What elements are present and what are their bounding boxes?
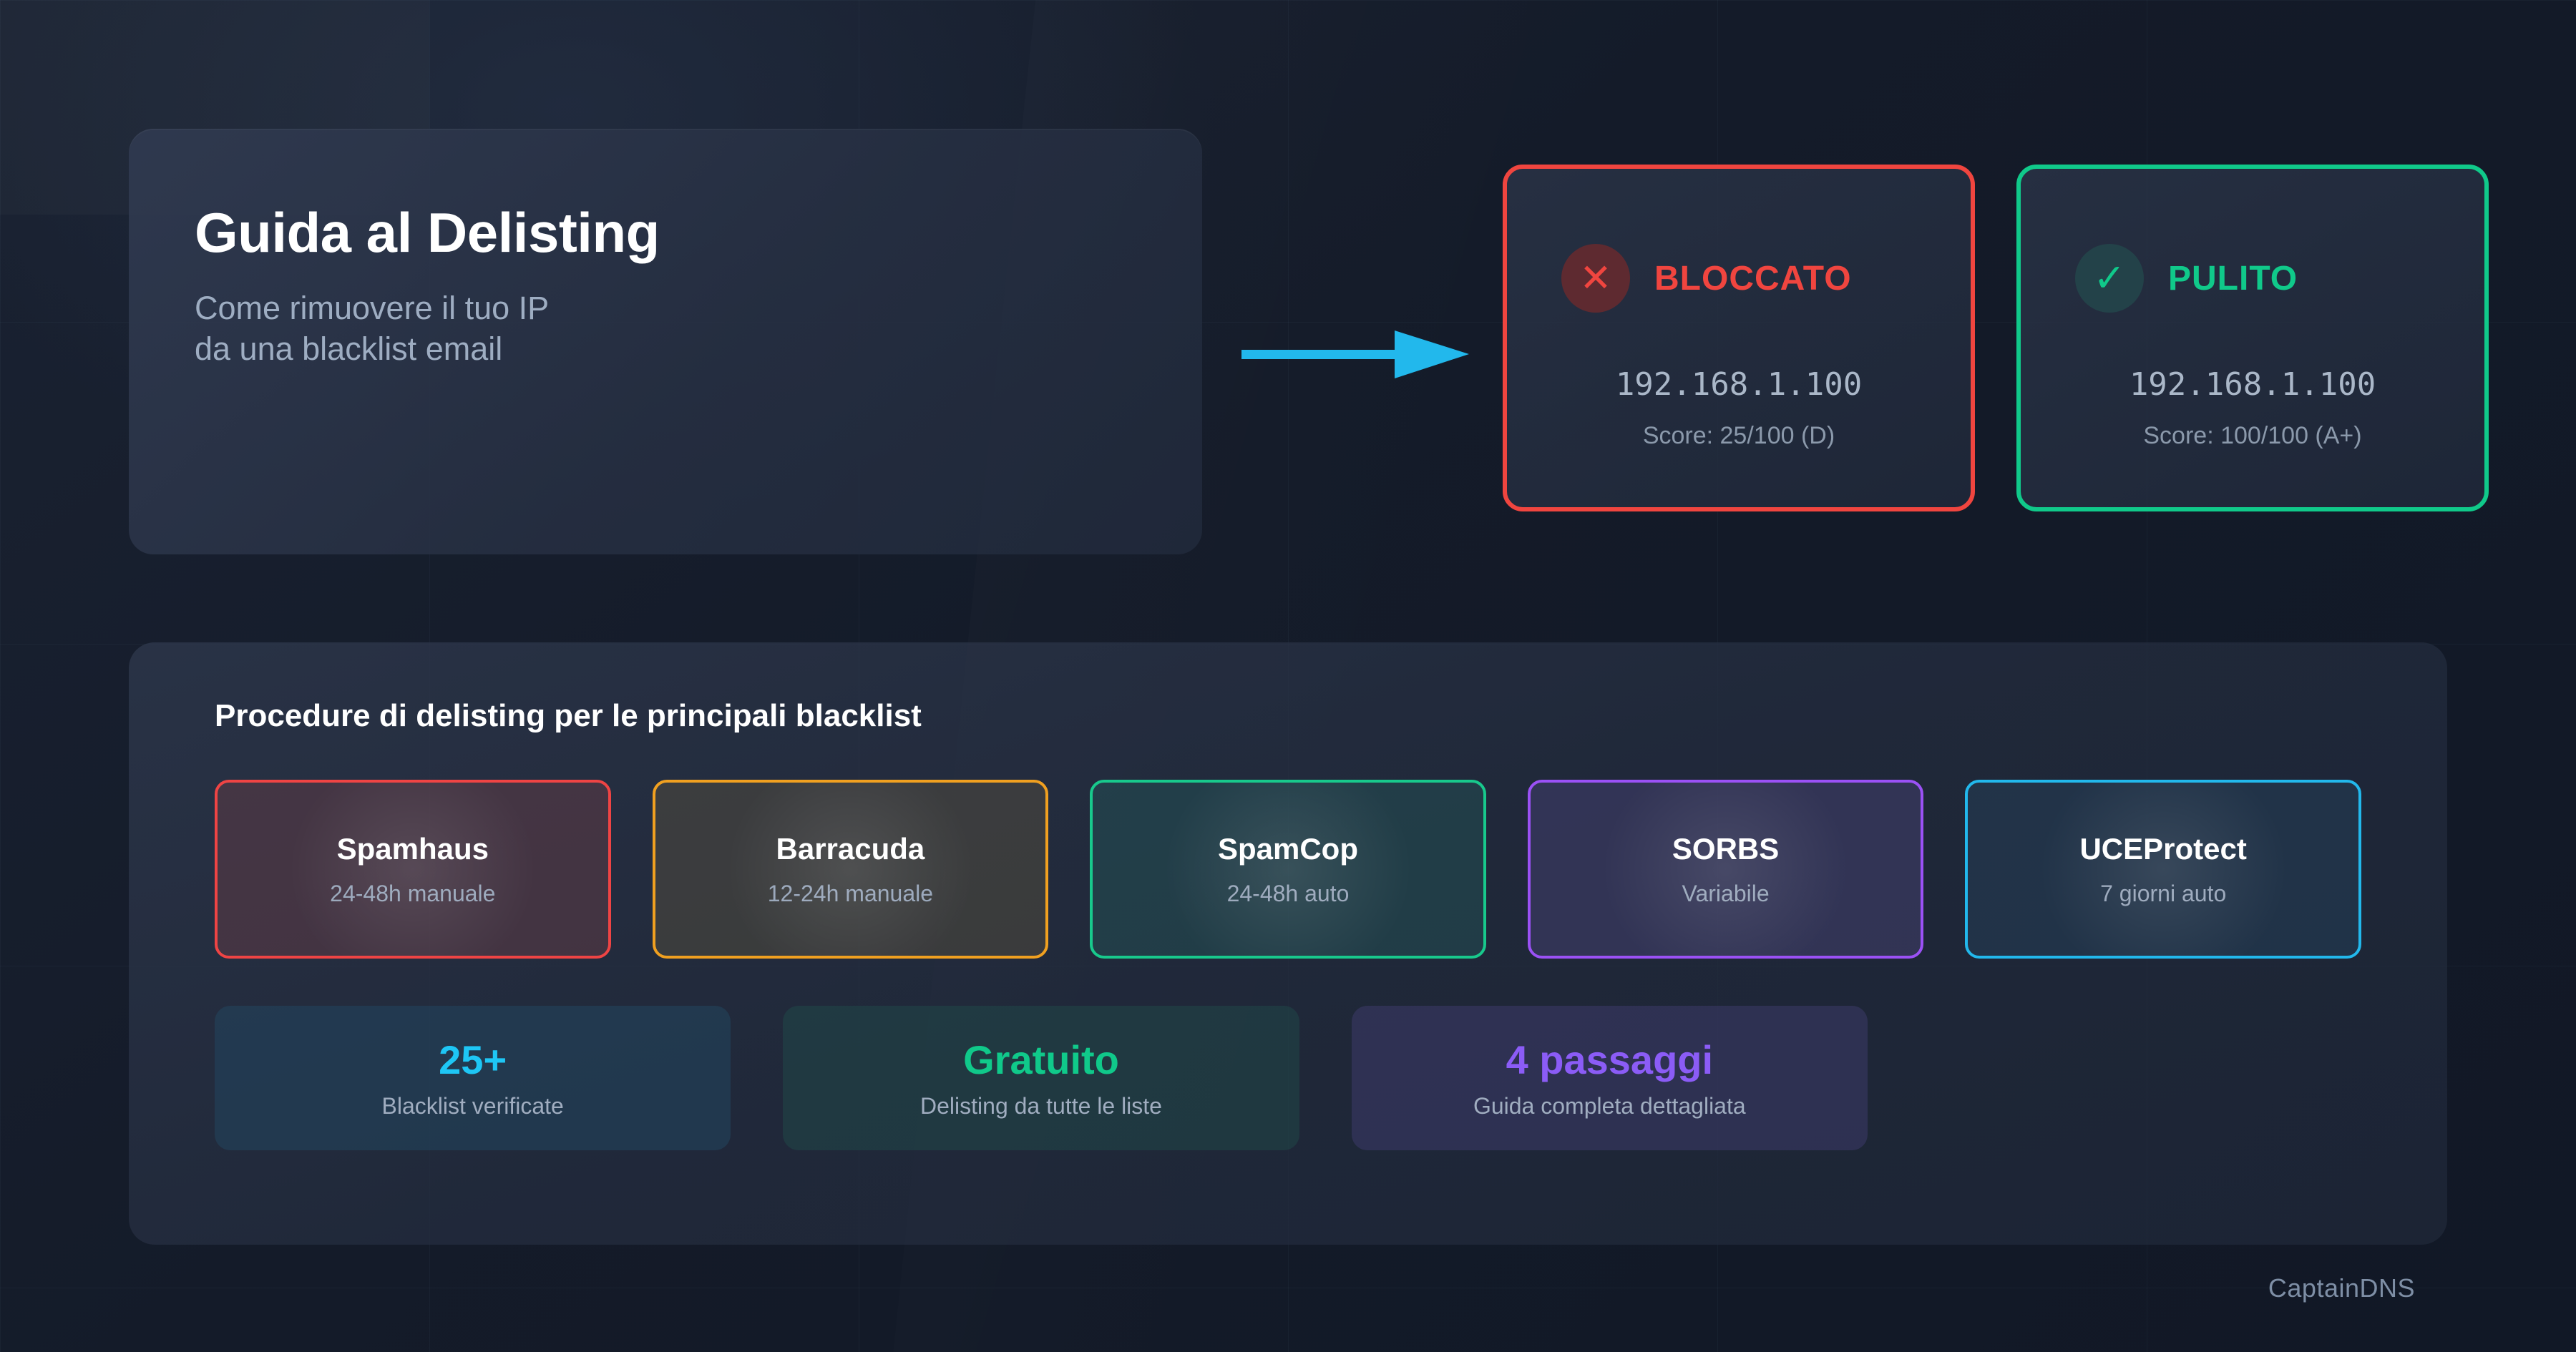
blacklist-card-row: Spamhaus 24-48h manuale Barracuda 12-24h… [215,780,2361,959]
panel-title: Procedure di delisting per le principali… [215,698,922,733]
status-header: ✕ BLOCCATO [1561,244,1852,313]
card-glow [288,783,538,956]
stats-row: 25+ Blacklist verificate Gratuito Delist… [215,1006,1868,1150]
blacklist-card-spamhaus[interactable]: Spamhaus 24-48h manuale [215,780,611,959]
status-score: Score: 25/100 (D) [1642,422,1835,449]
blacklist-card-spamcop[interactable]: SpamCop 24-48h auto [1090,780,1486,959]
blacklist-time: 24-48h auto [1226,880,1350,906]
status-ip-address: 192.168.1.100 [2129,366,2376,403]
subtitle-line-2: da una blacklist email [195,330,503,368]
flow-arrow [1241,315,1470,401]
check-mark-icon: ✓ [2075,244,2144,313]
blacklist-card-barracuda[interactable]: Barracuda 12-24h manuale [652,780,1049,959]
card-glow [725,783,975,956]
brand-watermark: CaptainDNS [2268,1273,2415,1303]
status-header: ✓ PULITO [2075,244,2298,313]
blacklist-time: 24-48h manuale [330,880,496,906]
status-card-clean[interactable]: ✓ PULITO 192.168.1.100 Score: 100/100 (A… [2016,165,2489,511]
stat-label: Guida completa dettagliata [1473,1093,1746,1119]
subtitle-line-1: Come rimuovere il tuo IP [195,290,550,326]
card-glow [2038,783,2288,956]
stat-card-price: Gratuito Delisting da tutte le liste [783,1006,1299,1150]
stat-card-steps: 4 passaggi Guida completa dettagliata [1351,1006,1868,1150]
hero-card: Guida al Delisting Come rimuovere il tuo… [129,129,1202,554]
page-subtitle: Come rimuovere il tuo IP da una blacklis… [195,288,549,369]
x-mark-icon: ✕ [1561,244,1630,313]
status-score: Score: 100/100 (A+) [2143,422,2362,449]
blacklist-name: SpamCop [1217,831,1358,866]
blacklist-name: UCEProtect [2079,831,2247,866]
status-card-blocked[interactable]: ✕ BLOCCATO 192.168.1.100 Score: 25/100 (… [1503,165,1975,511]
blacklist-card-uceprotect[interactable]: UCEProtect 7 giorni auto [1965,780,2361,959]
blacklist-name: Barracuda [776,831,925,866]
status-badge: BLOCCATO [1654,259,1852,298]
status-badge: PULITO [2168,259,2298,298]
arrow-right-icon [1241,330,1469,378]
stat-card-blacklists: 25+ Blacklist verificate [215,1006,731,1150]
blacklist-time: 7 giorni auto [2100,880,2227,906]
stat-label: Delisting da tutte le liste [920,1093,1162,1119]
blacklist-name: Spamhaus [336,831,489,866]
stat-value: 25+ [439,1037,507,1082]
stat-label: Blacklist verificate [381,1093,564,1119]
blacklist-time: Variabile [1682,880,1770,906]
procedures-panel: Procedure di delisting per le principali… [129,642,2447,1245]
status-ip-address: 192.168.1.100 [1615,366,1863,403]
blacklist-name: SORBS [1672,831,1780,866]
card-glow [1163,783,1413,956]
page-title: Guida al Delisting [195,201,660,264]
card-glow [1600,783,1851,956]
stat-value: 4 passaggi [1506,1037,1714,1082]
stat-value: Gratuito [963,1037,1119,1082]
blacklist-time: 12-24h manuale [767,880,934,906]
blacklist-card-sorbs[interactable]: SORBS Variabile [1527,780,1924,959]
